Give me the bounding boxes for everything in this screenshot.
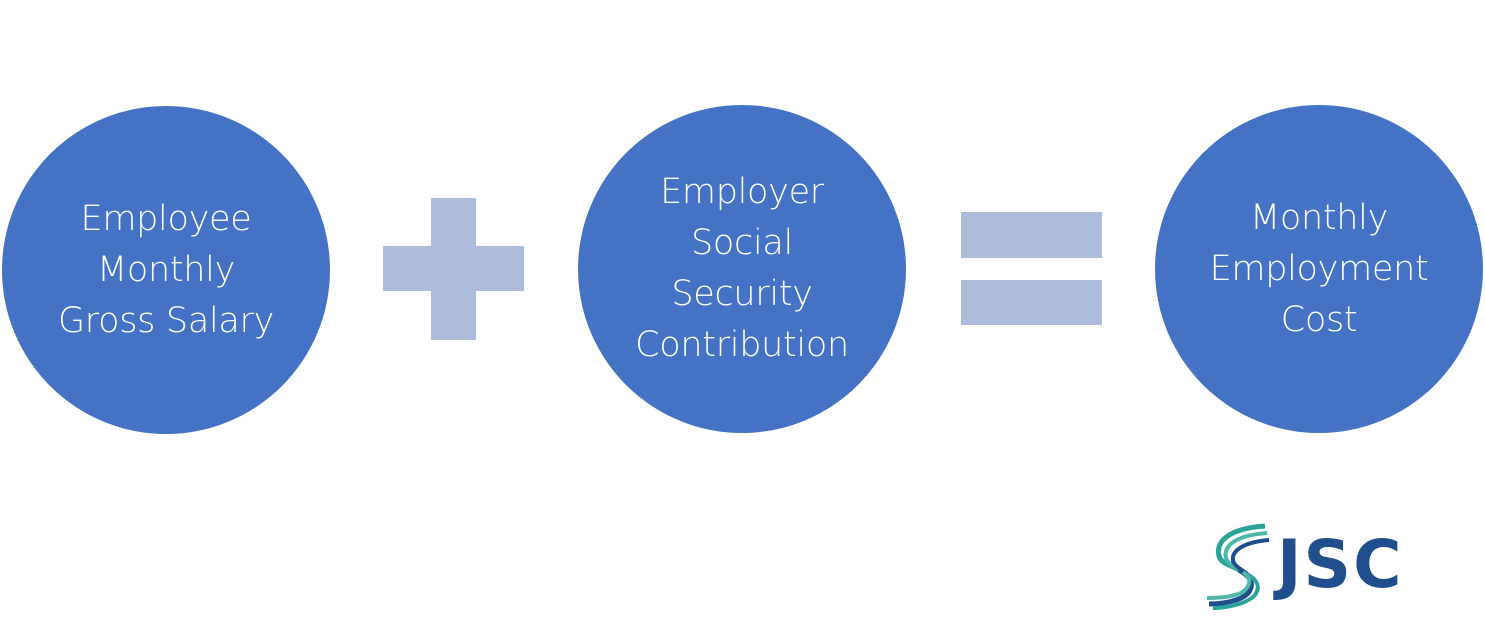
term-line: Security (671, 274, 813, 314)
jsc-logo: JSC (1205, 520, 1465, 610)
equals-top-bar (961, 212, 1102, 258)
term-line: Monthly (1249, 197, 1389, 238)
term-line: Employee (80, 198, 252, 239)
term-line: Contribution (635, 325, 849, 365)
employer-social-security-contribution-circle: Employer Social Security Contribution (578, 105, 906, 433)
term-label: Employer Social Security Contribution (635, 167, 849, 371)
term-line: Monthly (96, 249, 236, 290)
employee-monthly-gross-salary-circle: Employee Monthly Gross Salary (2, 106, 330, 434)
term-label: Monthly Employment Cost (1210, 193, 1429, 346)
term-line: Social (691, 223, 793, 263)
equals-bottom-bar (961, 280, 1102, 325)
monthly-employment-cost-circle: Monthly Employment Cost (1155, 105, 1483, 433)
swoosh-s-icon (1206, 523, 1270, 610)
term-line: Cost (1280, 299, 1358, 340)
logo-text: JSC (1277, 526, 1404, 603)
term-line: Employer (660, 172, 824, 212)
term-line: Employment (1209, 248, 1429, 289)
term-label: Employee Monthly Gross Salary (58, 194, 274, 347)
term-line: Gross Salary (57, 300, 275, 341)
plus-horizontal-bar (383, 246, 524, 291)
